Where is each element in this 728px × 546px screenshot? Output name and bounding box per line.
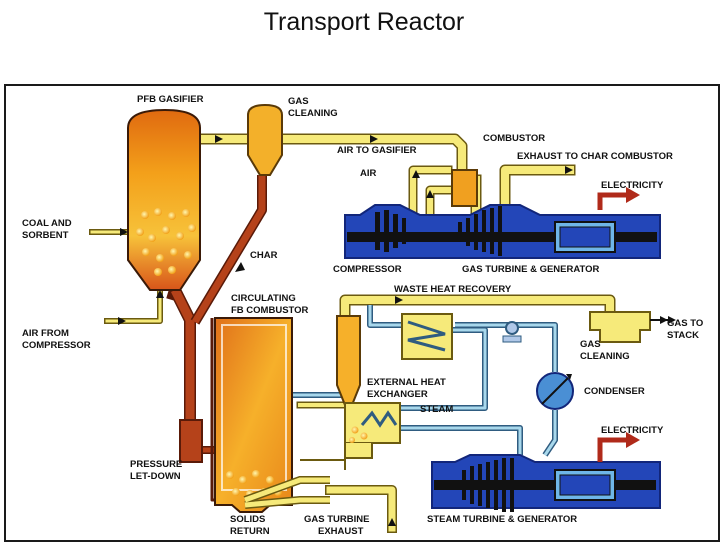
label-exhaust-to-char: EXHAUST TO CHAR COMBUSTOR	[517, 151, 673, 162]
pump-icon	[505, 321, 519, 335]
label-gas-cleaning-top-2: CLEANING	[288, 108, 338, 119]
label-gas-to-stack-1: GAS TO	[667, 318, 703, 329]
gas-turbine-generator	[344, 204, 661, 259]
label-pressure-2: LET-DOWN	[130, 471, 181, 482]
label-coal-1: COAL AND	[22, 218, 72, 229]
steam-turbine-generator	[431, 454, 661, 512]
label-gas-cleaning-top-1: GAS	[288, 96, 309, 107]
gas-cleaning-bottom	[589, 311, 651, 343]
label-circulating-1: CIRCULATING	[231, 293, 296, 304]
label-waste-heat: WASTE HEAT RECOVERY	[394, 284, 512, 295]
flow-arrows	[118, 135, 668, 526]
label-coal-2: SORBENT	[22, 230, 69, 241]
label-solids-2: RETURN	[230, 526, 270, 537]
pressure-letdown-valve	[179, 419, 203, 463]
electricity-arrow-top	[626, 187, 640, 203]
label-gas-to-stack-2: STACK	[667, 330, 699, 341]
electricity-line-bottom	[597, 437, 628, 462]
label-air-from-2: COMPRESSOR	[22, 340, 91, 351]
label-air-to-gasifier: AIR TO GASIFIER	[337, 145, 417, 156]
combustor-box	[451, 169, 478, 207]
combustor-cyclone	[336, 315, 361, 406]
label-electricity-bottom: ELECTRICITY	[601, 425, 664, 436]
external-heat-exchanger	[344, 402, 401, 444]
label-combustor: COMBUSTOR	[483, 133, 545, 144]
label-pfb-gasifier: PFB GASIFIER	[137, 94, 204, 105]
label-electricity-top: ELECTRICITY	[601, 180, 664, 191]
label-condenser: CONDENSER	[584, 386, 645, 397]
solids-pipes	[166, 175, 267, 502]
gasifier-bed	[136, 208, 196, 276]
label-air-from-1: AIR FROM	[22, 328, 69, 339]
label-circulating-2: FB COMBUSTOR	[231, 305, 309, 316]
condenser	[536, 372, 574, 410]
label-steam-turbine-generator: STEAM TURBINE & GENERATOR	[427, 514, 577, 525]
label-air: AIR	[360, 168, 377, 179]
gas-cleaning-cyclone	[247, 103, 283, 176]
waste-heat-recovery	[401, 313, 453, 360]
label-gt-exhaust-2: EXHAUST	[318, 526, 364, 537]
label-ext-heat-2: EXCHANGER	[367, 389, 428, 400]
label-gt-exhaust-1: GAS TURBINE	[304, 514, 369, 525]
solids-drain	[344, 443, 373, 459]
electricity-line-top	[597, 192, 628, 210]
page-title: Transport Reactor	[263, 8, 465, 36]
label-ext-heat-1: EXTERNAL HEAT	[367, 377, 446, 388]
label-compressor: COMPRESSOR	[333, 264, 402, 275]
label-solids-1: SOLIDS	[230, 514, 265, 525]
label-gas-cleaning-bottom-1: GAS	[580, 339, 601, 350]
label-steam: STEAM	[420, 404, 453, 415]
label-gas-turbine-generator: GAS TURBINE & GENERATOR	[462, 264, 600, 275]
label-gas-cleaning-bottom-2: CLEANING	[580, 351, 630, 362]
label-char: CHAR	[250, 250, 278, 261]
label-pressure-1: PRESSURE	[130, 459, 182, 470]
pfb-gasifier	[127, 108, 201, 291]
electricity-arrow-bottom	[626, 432, 640, 448]
